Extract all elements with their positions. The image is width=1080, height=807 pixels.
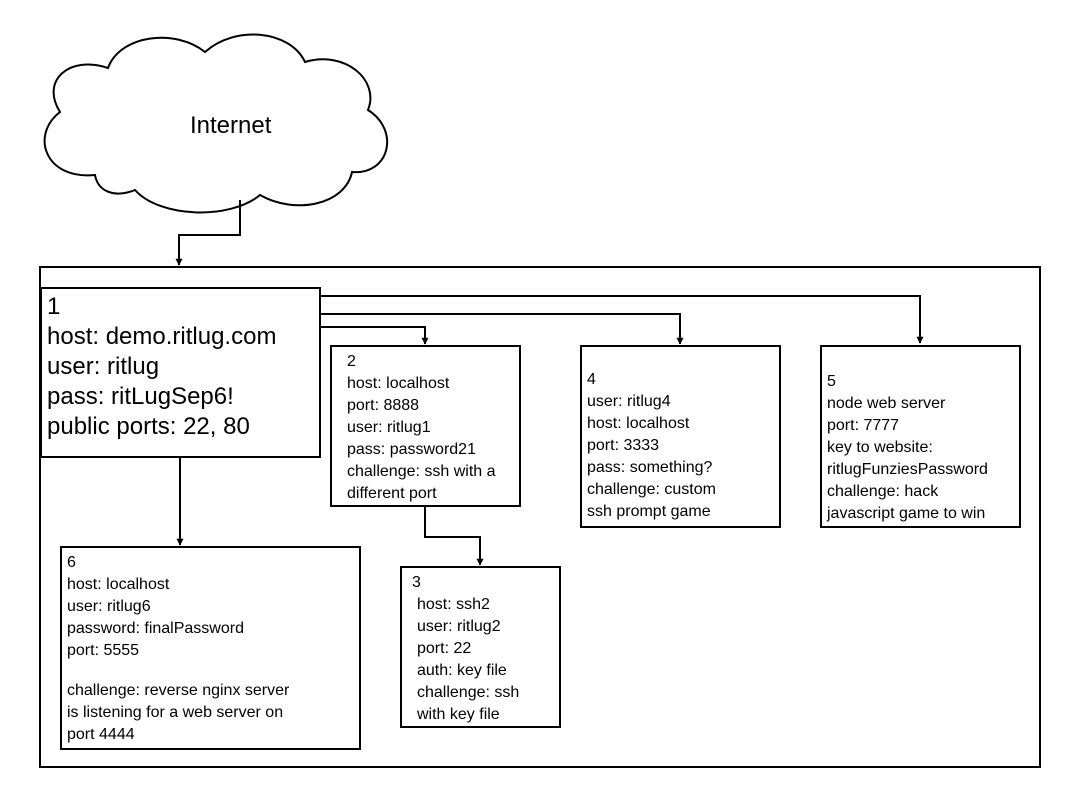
internet-cloud — [43, 33, 389, 214]
node-6-host: host: localhost — [67, 576, 170, 593]
node-5-key: ritlugFunziesPassword — [827, 461, 988, 478]
node-5-port: port: 7777 — [827, 417, 900, 434]
node-4-challenge-cont: ssh prompt game — [587, 503, 711, 520]
node-2-id: 2 — [347, 353, 356, 370]
edge-1-to-2 — [320, 326, 429, 345]
node-4-user: user: ritlug4 — [587, 393, 671, 410]
internet-label: Internet — [190, 112, 272, 139]
node-5-challenge: challenge: hack — [827, 483, 939, 500]
node-3-host: host: ssh2 — [417, 596, 490, 613]
node-4-host: host: localhost — [587, 415, 690, 432]
node-2-host: host: localhost — [347, 375, 450, 392]
node-4-challenge: challenge: custom — [587, 481, 716, 498]
node-2-challenge-cont: different port — [347, 485, 437, 502]
node-6-challenge: challenge: reverse nginx server — [67, 682, 290, 699]
edge-internet-to-1 — [175, 200, 241, 266]
node-2: 2 host: localhost port: 8888 user: ritlu… — [330, 345, 521, 507]
node-6-spacer — [67, 662, 359, 680]
edge-1-to-5 — [320, 295, 924, 344]
node-3-challenge-cont: with key file — [417, 706, 500, 723]
node-2-pass: pass: password21 — [347, 441, 476, 458]
node-6: 6 host: localhost user: ritlug6 password… — [60, 546, 361, 750]
node-1: 1 host: demo.ritlug.com user: ritlug pas… — [40, 287, 321, 458]
node-5-type: node web server — [827, 395, 946, 412]
node-3-auth: auth: key file — [417, 662, 507, 679]
node-6-user: user: ritlug6 — [67, 598, 151, 615]
node-6-port: port: 5555 — [67, 642, 140, 659]
node-5-key-label: key to website: — [827, 439, 933, 456]
node-1-host: host: demo.ritlug.com — [47, 323, 277, 350]
node-4-id: 4 — [587, 371, 596, 388]
node-3: 3 host: ssh2 user: ritlug2 port: 22 auth… — [400, 566, 561, 728]
node-5: 5 node web server port: 7777 key to webs… — [820, 345, 1021, 528]
server-container — [39, 266, 1041, 768]
node-6-challenge-cont-2: port 4444 — [67, 726, 135, 743]
node-6-password: password: finalPassword — [67, 620, 244, 637]
node-1-ports: public ports: 22, 80 — [47, 413, 250, 440]
edge-2-to-3 — [424, 506, 484, 566]
edge-1-to-4 — [320, 313, 684, 345]
node-5-id: 5 — [827, 373, 836, 390]
node-3-challenge: challenge: ssh — [417, 684, 520, 701]
node-4: 4 user: ritlug4 host: localhost port: 33… — [580, 345, 781, 528]
node-3-user: user: ritlug2 — [417, 618, 501, 635]
node-3-id: 3 — [412, 574, 421, 591]
node-1-id: 1 — [47, 293, 61, 320]
node-2-user: user: ritlug1 — [347, 419, 431, 436]
node-3-port: port: 22 — [417, 640, 472, 657]
node-2-port: port: 8888 — [347, 397, 420, 414]
node-6-id: 6 — [67, 554, 76, 571]
node-1-user: user: ritlug — [47, 353, 160, 380]
node-1-pass: pass: ritLugSep6! — [47, 383, 234, 410]
node-4-port: port: 3333 — [587, 437, 660, 454]
node-2-challenge: challenge: ssh with a — [347, 463, 496, 480]
node-4-pass: pass: something? — [587, 459, 713, 476]
node-6-challenge-cont-1: is listening for a web server on — [67, 704, 284, 721]
node-5-challenge-cont: javascript game to win — [827, 505, 986, 522]
